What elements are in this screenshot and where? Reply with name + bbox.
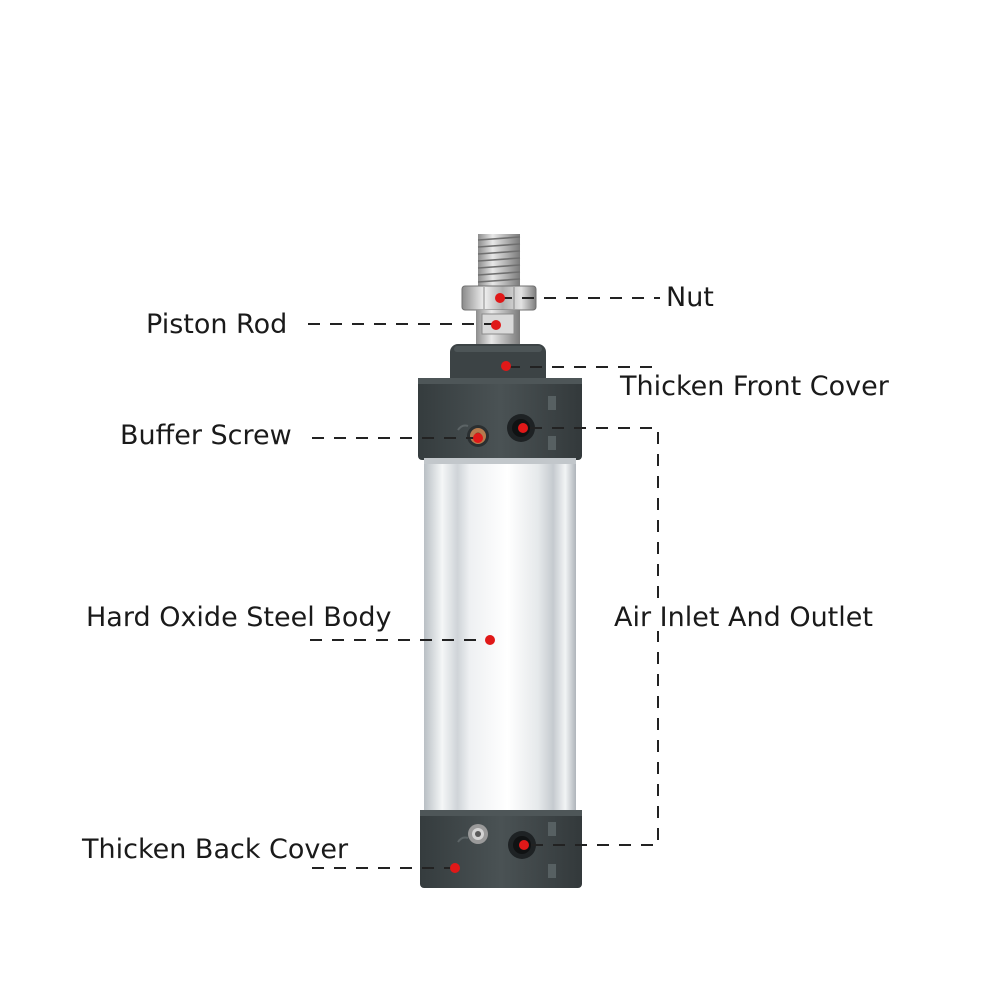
front-air-port-marker bbox=[518, 423, 528, 433]
label-air-inlet-and-outlet: Air Inlet And Outlet bbox=[612, 602, 875, 633]
front-cover-boss bbox=[450, 344, 546, 388]
front-cover-part bbox=[418, 378, 582, 460]
label-hard-oxide-steel-body: Hard Oxide Steel Body bbox=[86, 602, 392, 633]
label-thicken-back-cover: Thicken Back Cover bbox=[82, 834, 349, 865]
back-cover-marker bbox=[450, 863, 460, 873]
nut-marker bbox=[495, 293, 505, 303]
buffer-screw-marker bbox=[473, 433, 483, 443]
back-air-port-marker bbox=[519, 840, 529, 850]
back-cover-part bbox=[420, 810, 582, 888]
label-piston-rod: Piston Rod bbox=[146, 309, 288, 340]
body-marker bbox=[485, 635, 495, 645]
piston-rod-marker bbox=[491, 320, 501, 330]
front-cover-marker bbox=[501, 361, 511, 371]
air-inlet-leader-line bbox=[530, 427, 659, 846]
cylinder-tube bbox=[424, 458, 576, 816]
back-fitting bbox=[468, 824, 488, 844]
label-nut: Nut bbox=[666, 282, 714, 313]
label-thicken-front-cover: Thicken Front Cover bbox=[620, 371, 889, 402]
label-buffer-screw: Buffer Screw bbox=[120, 420, 292, 451]
threaded-rod-end bbox=[477, 234, 521, 292]
